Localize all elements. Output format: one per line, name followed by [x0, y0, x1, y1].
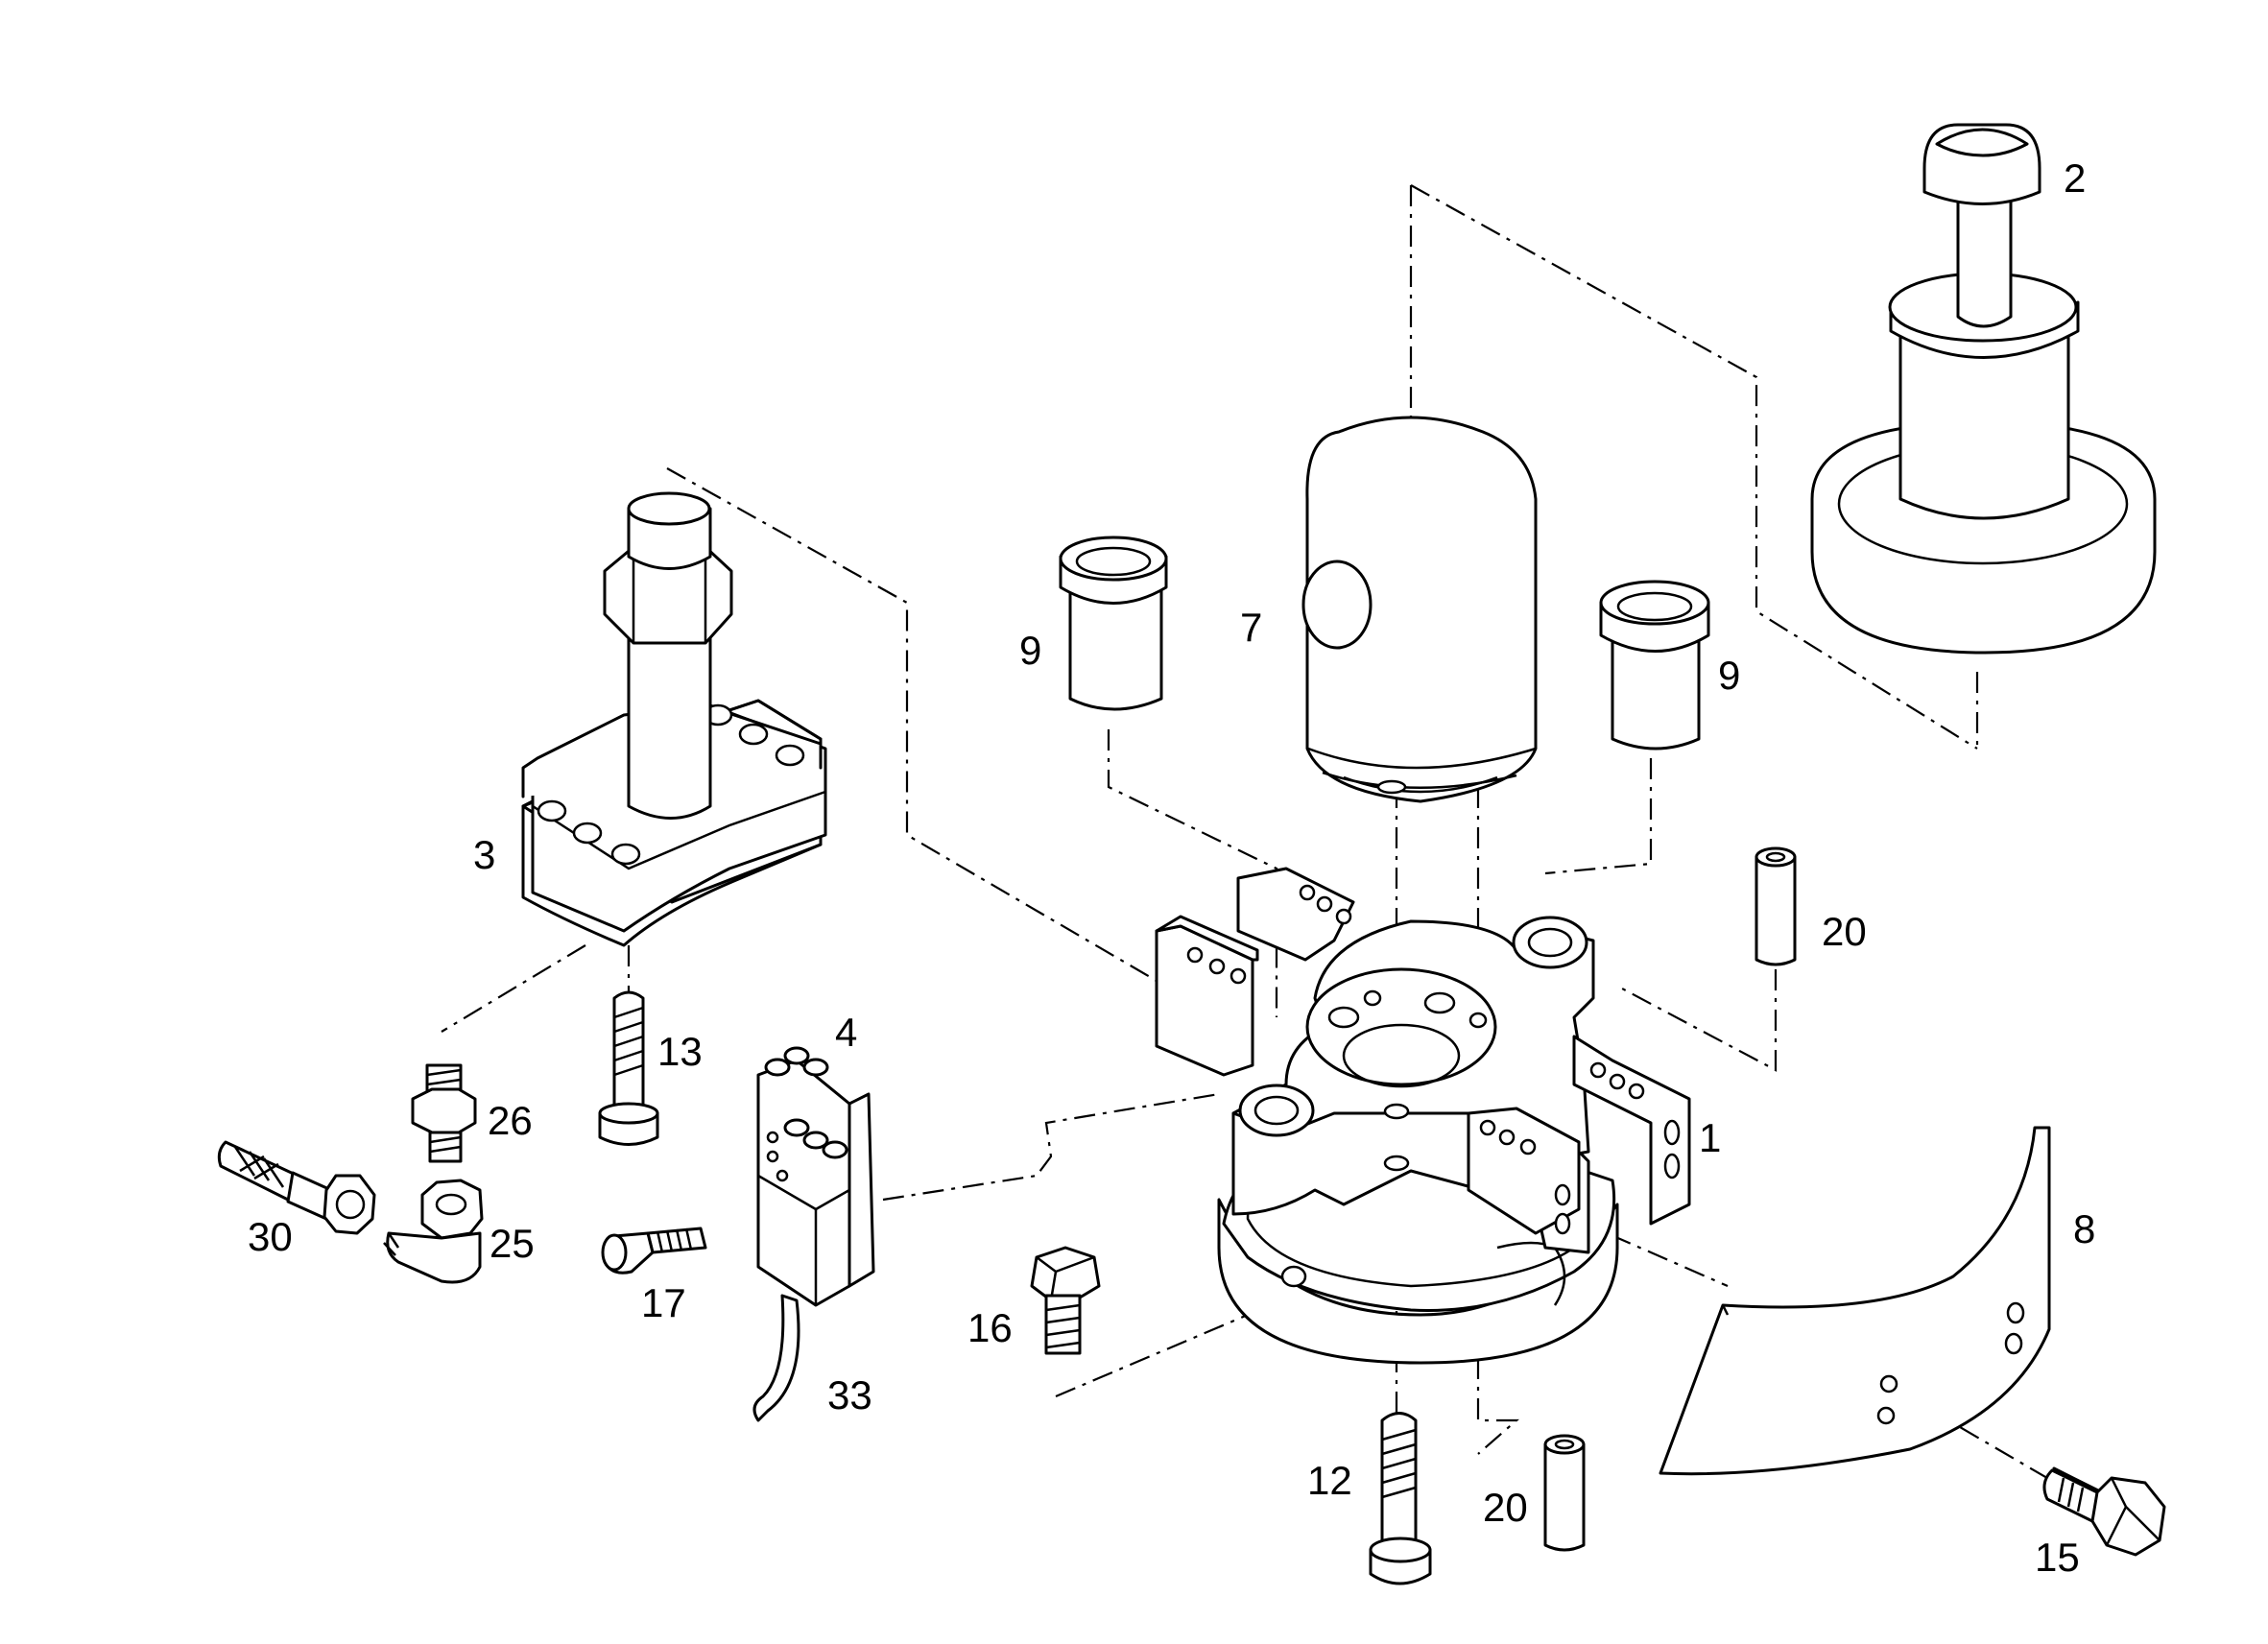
- part-20-pin-upper: [1755, 846, 1797, 966]
- callout-9-left: 9: [1019, 628, 1041, 673]
- part-33-cable: [752, 1294, 800, 1422]
- callout-25: 25: [489, 1221, 535, 1266]
- part-30-hose-fitting: [217, 1140, 376, 1235]
- callout-2: 2: [2064, 155, 2086, 201]
- callout-13: 13: [657, 1029, 703, 1074]
- part-17-cap-screw: [601, 1227, 707, 1275]
- callout-12: 12: [1307, 1458, 1352, 1503]
- callout-16: 16: [967, 1305, 1013, 1350]
- part-15-hex-bolt: [2042, 1466, 2166, 1557]
- callout-3: 3: [473, 832, 495, 877]
- part-9-bushing-left: [1059, 536, 1168, 711]
- part-9-bushing-right: [1599, 580, 1710, 751]
- part-20-pin-lower: [1543, 1434, 1586, 1552]
- part-8-shield-plate: [1659, 1126, 2051, 1476]
- part-25-elbow-fitting: [383, 1179, 484, 1284]
- part-2-pusher: [1810, 123, 2157, 655]
- part-26-fitting: [411, 1063, 477, 1163]
- callout-1: 1: [1699, 1115, 1721, 1160]
- callout-labels: 1 2 3 4 7 8 9 9 12 13 15 16 17 20 20 25 …: [248, 155, 2095, 1580]
- callout-8: 8: [2073, 1206, 2095, 1251]
- callout-20-upper: 20: [1822, 909, 1867, 954]
- callout-7: 7: [1240, 605, 1262, 650]
- callout-4: 4: [835, 1010, 857, 1055]
- callout-33: 33: [827, 1372, 872, 1418]
- part-7-cylinder-block: [1301, 416, 1538, 803]
- part-16-hex-bolt: [1030, 1246, 1101, 1355]
- callout-15: 15: [2035, 1535, 2080, 1580]
- callout-26: 26: [488, 1098, 533, 1143]
- part-12-socket-screw: [1369, 1412, 1432, 1585]
- part-13-screw: [598, 990, 659, 1146]
- callout-20-lower: 20: [1483, 1485, 1528, 1530]
- callout-30: 30: [248, 1214, 293, 1259]
- callout-9-right: 9: [1718, 653, 1740, 698]
- part-1-base-housing: [1155, 867, 1691, 1365]
- part-4-switch: [756, 1046, 875, 1307]
- part-3-stud-bracket: [521, 491, 827, 947]
- callout-17: 17: [641, 1280, 686, 1325]
